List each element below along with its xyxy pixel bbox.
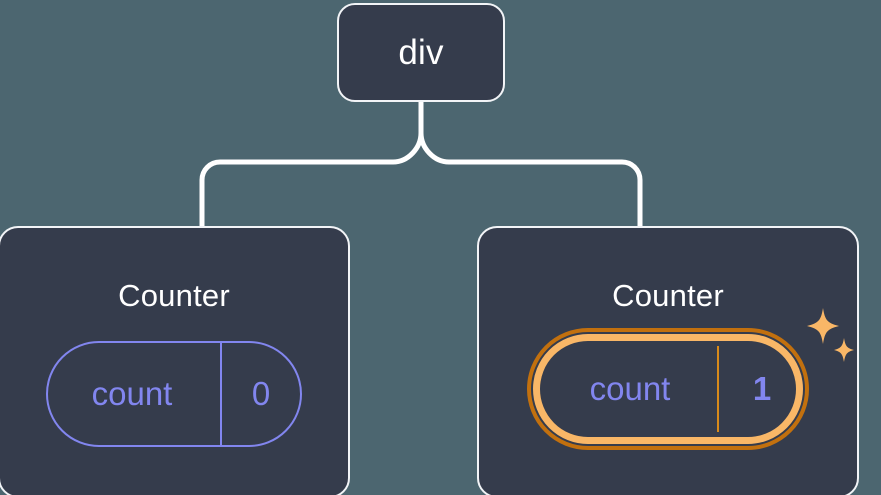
node-label-counter-left: Counter [118,278,230,313]
sparkle-group [807,308,854,362]
state-key-left: count [91,375,173,412]
state-pill-right-highlighted[interactable]: count 1 [527,328,809,450]
state-value-left: 0 [220,343,300,445]
node-label-div: div [398,33,444,72]
state-pill-wrapper-left: count 0 [46,341,302,447]
tree-node-div[interactable]: div [337,3,505,102]
state-pill-left[interactable]: count 0 [46,341,302,447]
tree-node-counter-right[interactable]: Counter count 1 [477,226,859,495]
state-value-right: 1 [717,346,805,432]
tree-node-counter-left[interactable]: Counter count 0 [0,226,350,495]
state-pill-wrapper-right: count 1 [527,308,854,450]
sparkle-icon-large [807,308,839,344]
sparkle-icon-small [834,338,854,362]
node-label-counter-right: Counter [612,278,724,313]
state-key-right: count [589,370,671,407]
